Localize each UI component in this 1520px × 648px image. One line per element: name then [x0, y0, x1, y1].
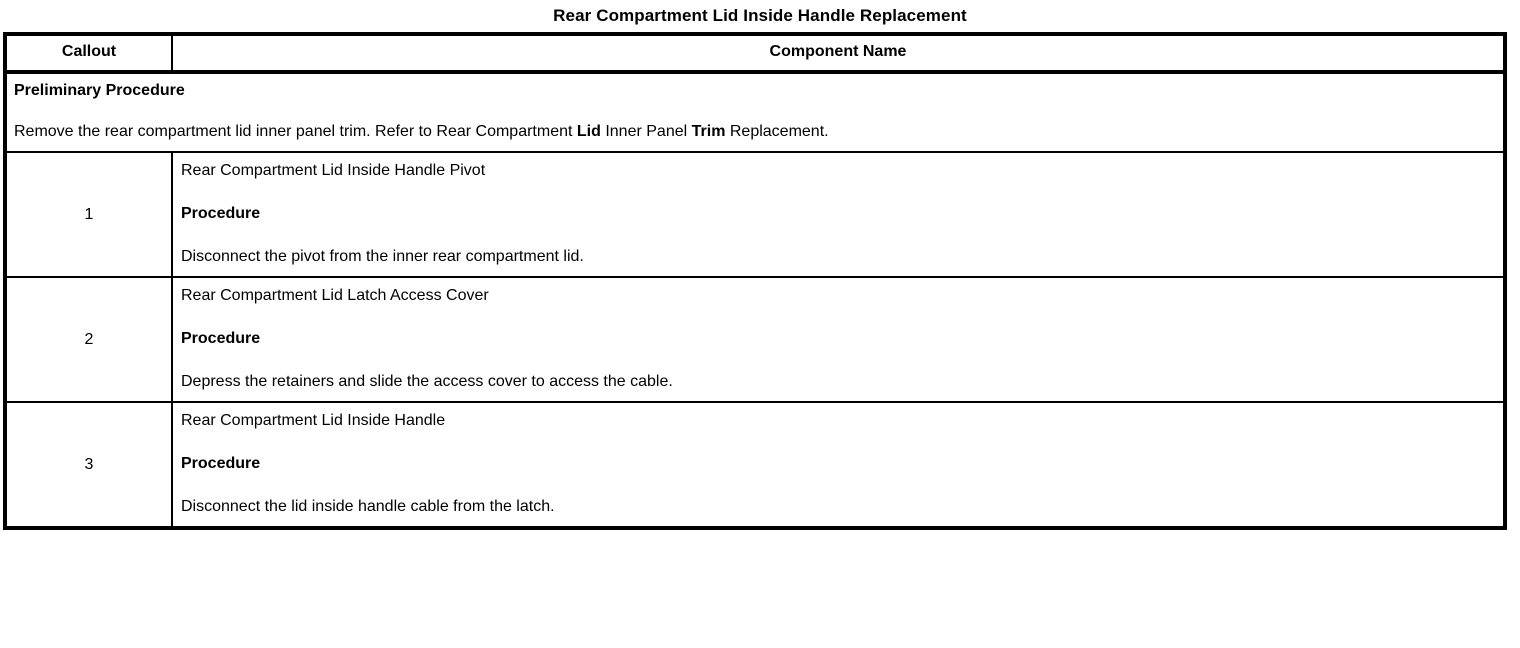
preliminary-text-segment-2: Inner Panel [600, 123, 692, 140]
preliminary-procedure-heading: Preliminary Procedure [14, 82, 185, 99]
preliminary-procedure-text: Remove the rear compartment lid inner pa… [14, 122, 1497, 141]
procedure-label: Procedure [181, 455, 261, 472]
header-row: Callout Component Name [5, 34, 1505, 74]
preliminary-text-segment-3: Replacement. [725, 123, 829, 140]
table-container: Callout Component Name Preliminary Proce… [0, 32, 1520, 530]
component-name: Rear Compartment Lid Inside Handle Pivot [181, 162, 486, 179]
preliminary-text-segment-1: Remove the rear compartment lid inner pa… [14, 123, 577, 140]
preliminary-procedure-row: Preliminary Procedure Remove the rear co… [5, 72, 1505, 153]
column-header-component-name: Component Name [172, 34, 1505, 74]
table-header: Callout Component Name [5, 34, 1505, 74]
preliminary-procedure-cell: Preliminary Procedure Remove the rear co… [5, 72, 1505, 153]
table-row: 1 Rear Compartment Lid Inside Handle Piv… [5, 152, 1505, 278]
procedure-description: Disconnect the pivot from the inner rear… [181, 248, 584, 265]
component-callout-table: Callout Component Name Preliminary Proce… [3, 32, 1507, 530]
preliminary-link-word-2[interactable]: Trim [691, 123, 726, 140]
procedure-label: Procedure [181, 205, 261, 222]
page-title: Rear Compartment Lid Inside Handle Repla… [553, 6, 967, 25]
component-detail-cell: Rear Compartment Lid Inside Handle Proce… [172, 402, 1505, 528]
table-row: 3 Rear Compartment Lid Inside Handle Pro… [5, 402, 1505, 528]
callout-number: 2 [5, 277, 173, 403]
preliminary-link-word-1[interactable]: Lid [576, 123, 601, 140]
component-name: Rear Compartment Lid Inside Handle [181, 412, 446, 429]
procedure-description: Depress the retainers and slide the acce… [181, 373, 673, 390]
callout-number: 1 [5, 152, 173, 278]
procedure-label: Procedure [181, 330, 261, 347]
component-detail-cell: Rear Compartment Lid Inside Handle Pivot… [172, 152, 1505, 278]
table-body: Preliminary Procedure Remove the rear co… [5, 72, 1505, 528]
callout-number: 3 [5, 402, 173, 528]
table-row: 2 Rear Compartment Lid Latch Access Cove… [5, 277, 1505, 403]
component-detail-cell: Rear Compartment Lid Latch Access Cover … [172, 277, 1505, 403]
procedure-description: Disconnect the lid inside handle cable f… [181, 498, 555, 515]
column-header-callout: Callout [5, 34, 173, 74]
component-name: Rear Compartment Lid Latch Access Cover [181, 287, 489, 304]
